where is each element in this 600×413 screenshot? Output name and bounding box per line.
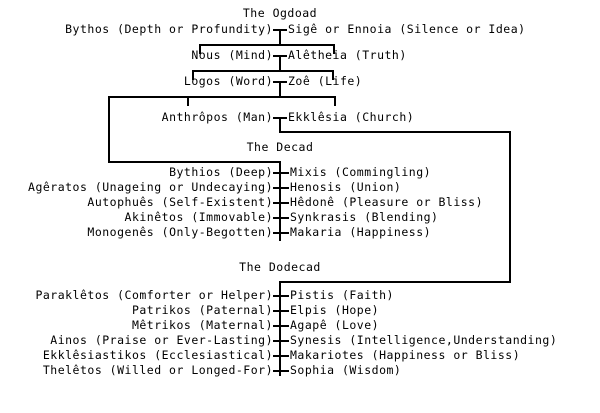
connector-dash-dodecad-row1-right: [281, 295, 289, 297]
connector-dash-decad-row1-right: [281, 172, 289, 174]
connector-dash-decad-row2-right: [281, 187, 289, 189]
connector-dash-dodecad-row6-right: [281, 370, 289, 372]
descent-bar-to-dodecad-bottom: [279, 281, 511, 283]
section-heading-decad: The Decad: [246, 140, 314, 154]
connector-dash-decad-row4-right: [281, 217, 289, 219]
bracket-stem-ogdoad-3: [279, 81, 281, 97]
bracket-bar-ogdoad-1: [199, 44, 335, 46]
aeon-label-zoe: Zoê (Life): [288, 74, 363, 88]
aeon-label-hedone: Hêdonê (Pleasure or Bliss): [290, 195, 484, 209]
aeon-label-synesis: Synesis (Intelligence,Understanding): [290, 333, 558, 347]
aeon-label-mixis: Mixis (Commingling): [290, 165, 432, 179]
connector-dash-dodecad-row6-left: [273, 370, 281, 372]
bracket-drop-right-ogdoad-2: [332, 70, 334, 80]
bracket-bar-ogdoad-2: [192, 70, 334, 72]
aeon-label-akinetos: Akinêtos (Immovable): [124, 210, 273, 224]
aeon-label-pistis: Pistis (Faith): [290, 288, 394, 302]
aeon-label-elpis: Elpis (Hope): [290, 303, 380, 317]
aeon-label-agape: Agapê (Love): [290, 318, 380, 332]
aeon-label-theletos: Thelêtos (Willed or Longed-For): [42, 363, 273, 377]
aeon-label-autophues: Autophuês (Self-Existent): [87, 195, 273, 209]
descent-line-to-dodecad-right: [509, 131, 511, 283]
spine-decad: [279, 161, 281, 241]
aeon-label-monogenes: Monogenês (Only-Begotten): [87, 225, 273, 239]
aeon-label-synkrasis: Synkrasis (Blending): [290, 210, 439, 224]
aeon-label-bythos: Bythos (Depth or Profundity): [65, 22, 273, 36]
descent-bar-to-decad: [108, 161, 281, 163]
aeon-label-nous: Nous (Mind): [191, 48, 273, 62]
bracket-drop-left-ogdoad-2: [192, 70, 194, 80]
connector-dash-dodecad-row1-left: [273, 295, 281, 297]
aeon-label-metrikos: Mêtrikos (Maternal): [131, 318, 273, 332]
connector-dash-decad-row4-left: [273, 217, 281, 219]
connector-dash-decad-row2-left: [273, 187, 281, 189]
aeon-label-logos: Logos (Word): [183, 74, 273, 88]
connector-dash-dodecad-row3-right: [281, 325, 289, 327]
bracket-drop-left-ogdoad-1: [199, 44, 201, 54]
connector-dash-decad-row3-right: [281, 202, 289, 204]
connector-dash-dodecad-row4-right: [281, 340, 289, 342]
connector-dash-dodecad-row2-left: [273, 310, 281, 312]
aeon-label-anthropos: Anthrôpos (Man): [161, 110, 273, 124]
connector-dash-dodecad-row2-right: [281, 310, 289, 312]
connector-dash-dodecad-row5-right: [281, 355, 289, 357]
aeon-label-sige: Sigê or Ennoia (Silence or Idea): [288, 22, 526, 36]
descent-bar-to-dodecad-top: [279, 131, 511, 133]
aeon-label-ainos: Ainos (Praise or Ever-Lasting): [50, 333, 273, 347]
bracket-bar-ogdoad-3: [108, 96, 336, 98]
bracket-drop-left-ogdoad-3: [187, 96, 189, 106]
connector-dash-decad-row1-left: [273, 172, 281, 174]
bracket-stem-ogdoad-2: [279, 55, 281, 71]
aeon-label-ekklesiastikos: Ekklêsiastikos (Ecclesiastical): [42, 348, 273, 362]
bracket-drop-right-ogdoad-3: [334, 96, 336, 106]
bracket-drop-right-ogdoad-1: [333, 44, 335, 54]
connector-dash-dodecad-row3-left: [273, 325, 281, 327]
aeon-label-parakletos: Paraklêtos (Comforter or Helper): [35, 288, 273, 302]
aeon-label-aletheia: Alêtheia (Truth): [288, 48, 407, 62]
aeon-label-makariotes: Makariotes (Happiness or Bliss): [290, 348, 521, 362]
section-heading-dodecad: The Dodecad: [239, 260, 321, 274]
section-heading-ogdoad: The Ogdoad: [242, 6, 318, 20]
descent-stem-from-ekklesia: [279, 117, 281, 133]
connector-dash-decad-row3-left: [273, 202, 281, 204]
bracket-stem-ogdoad-1: [279, 29, 281, 45]
connector-dash-dodecad-row4-left: [273, 340, 281, 342]
aeon-label-sophia: Sophia (Wisdom): [290, 363, 402, 377]
aeon-label-makaria: Makaria (Happiness): [290, 225, 432, 239]
connector-dash-decad-row5-right: [281, 232, 289, 234]
aeon-label-patrikos: Patrikos (Paternal): [131, 303, 273, 317]
aeon-label-ageratos: Agêratos (Unageing or Undecaying): [28, 180, 273, 194]
descent-line-to-decad-left: [108, 96, 110, 163]
aeon-label-ekklesia: Ekklêsia (Church): [288, 110, 415, 124]
spine-dodecad: [279, 281, 281, 376]
aeon-label-henosis: Henosis (Union): [290, 180, 402, 194]
connector-dash-decad-row5-left: [273, 232, 281, 234]
aeon-label-bythios: Bythios (Deep): [169, 165, 273, 179]
connector-dash-dodecad-row5-left: [273, 355, 281, 357]
